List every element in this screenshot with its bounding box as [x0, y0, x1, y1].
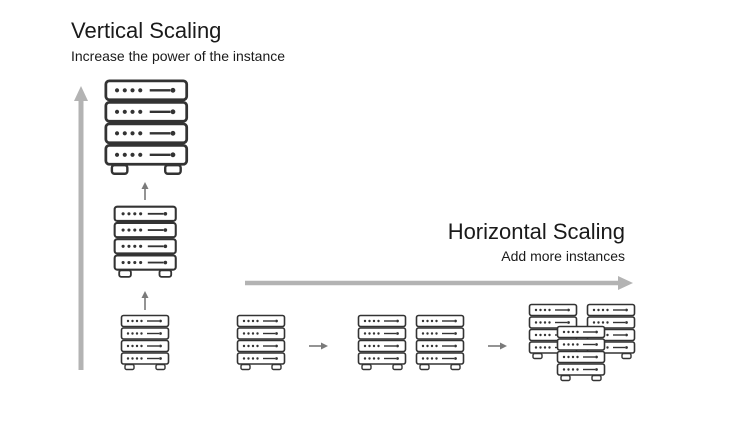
right-arrow-icon: [488, 342, 507, 350]
server-icon: [558, 327, 605, 381]
vertical-axis-arrow: [74, 86, 88, 370]
up-arrow-icon: [141, 182, 149, 200]
server-icon: [238, 316, 285, 370]
horizontal-scaling-title: Horizontal Scaling: [447, 219, 625, 244]
server-icon: [417, 316, 464, 370]
vertical-scaling-subtitle: Increase the power of the instance: [71, 48, 286, 64]
up-arrow-icon: [141, 291, 149, 310]
right-arrow-icon: [309, 342, 328, 350]
server-large-icon: [106, 81, 187, 174]
server-icon: [359, 316, 406, 370]
horizontal-scaling-subtitle: Add more instances: [501, 248, 625, 264]
vertical-scaling-title: Vertical Scaling: [71, 18, 222, 43]
server-small-icon: [122, 316, 169, 370]
horizontal-axis-arrow: [245, 276, 633, 290]
server-medium-icon: [115, 207, 176, 277]
